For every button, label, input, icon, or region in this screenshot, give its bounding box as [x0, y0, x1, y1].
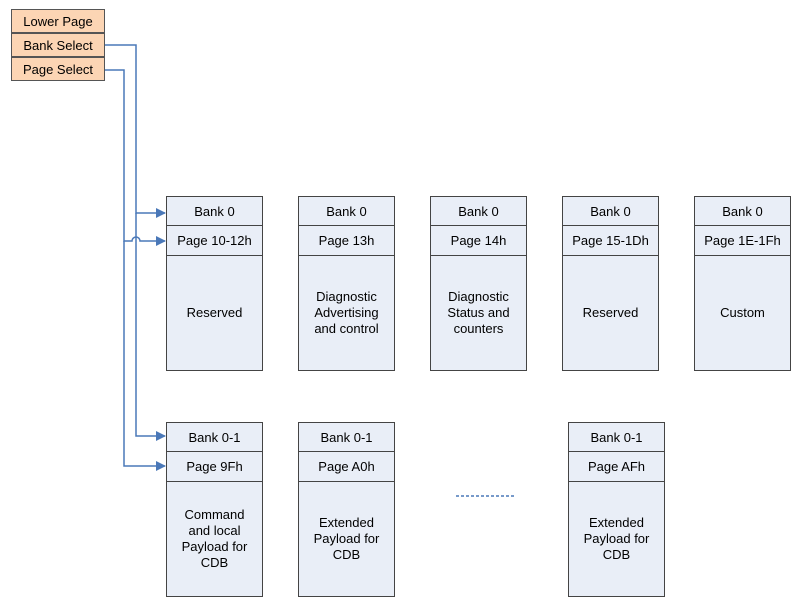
page-description: Extended Payload for CDB [583, 515, 650, 562]
page-description: Reserved [582, 305, 639, 320]
bank-select-wire-lower [135, 213, 166, 441]
page-label: Page 13h [299, 226, 394, 256]
page-box-10-12h: Bank 0 Page 10-12h Reserved [166, 196, 263, 371]
bank-label: Bank 0 [431, 197, 526, 226]
bank-label: Bank 0 [695, 197, 790, 226]
page-select-wire [105, 69, 166, 246]
page-box-1e-1fh: Bank 0 Page 1E-1Fh Custom [694, 196, 791, 371]
page-label: Page 14h [431, 226, 526, 256]
page-description: Command and local Payload for CDB [181, 507, 248, 570]
bank-label: Bank 0 [563, 197, 658, 226]
page-description: Diagnostic Status and counters [447, 289, 510, 336]
page-description: Reserved [186, 305, 243, 320]
bank-label: Bank 0-1 [167, 423, 262, 452]
bank-label: Bank 0-1 [299, 423, 394, 452]
bank-label: Bank 0-1 [569, 423, 664, 452]
page-description: Diagnostic Advertising and control [314, 289, 379, 336]
page-label: Page A0h [299, 452, 394, 482]
bank-select-label: Bank Select [11, 33, 105, 57]
page-description: Extended Payload for CDB [313, 515, 380, 562]
page-label: Page 1E-1Fh [695, 226, 790, 256]
bank-select-wire [105, 44, 166, 218]
page-box-9fh: Bank 0-1 Page 9Fh Command and local Payl… [166, 422, 263, 597]
lower-page-label: Lower Page [11, 9, 105, 33]
bank-label: Bank 0 [167, 197, 262, 226]
page-select-label: Page Select [11, 57, 105, 81]
page-box-a0h: Bank 0-1 Page A0h Extended Payload for C… [298, 422, 395, 597]
page-box-15-1dh: Bank 0 Page 15-1Dh Reserved [562, 196, 659, 371]
page-box-afh: Bank 0-1 Page AFh Extended Payload for C… [568, 422, 665, 597]
bank-label: Bank 0 [299, 197, 394, 226]
page-label: Page 15-1Dh [563, 226, 658, 256]
page-description: Custom [720, 305, 765, 320]
page-box-14h: Bank 0 Page 14h Diagnostic Status and co… [430, 196, 527, 371]
page-label: Page AFh [569, 452, 664, 482]
page-label: Page 10-12h [167, 226, 262, 256]
page-box-13h: Bank 0 Page 13h Diagnostic Advertising a… [298, 196, 395, 371]
page-label: Page 9Fh [167, 452, 262, 482]
page-select-wire-lower [123, 241, 166, 471]
